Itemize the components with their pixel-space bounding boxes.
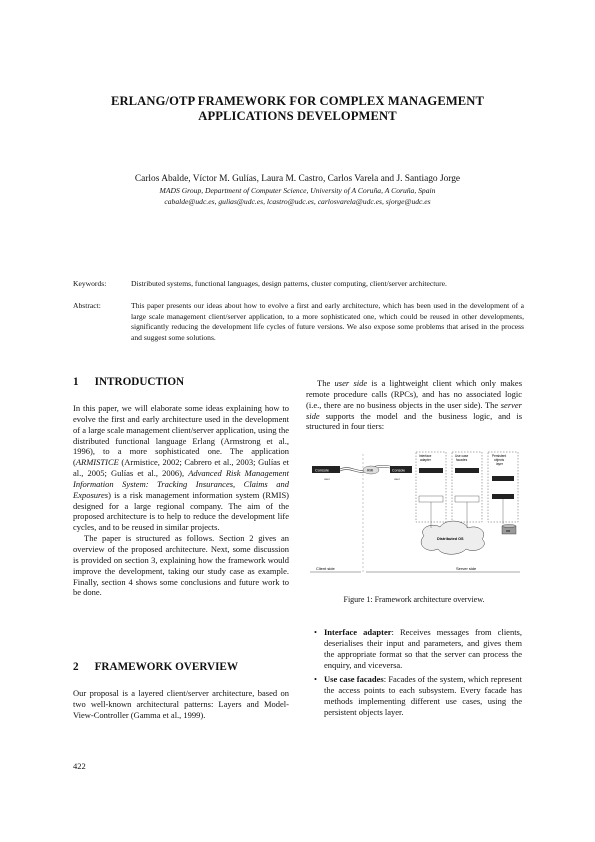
- rc-text-b: is a lightweight client which only makes…: [306, 378, 523, 410]
- rc-text-c: supports the model and the business logi…: [306, 410, 522, 432]
- distributed-os-label: Distributed OS: [437, 537, 464, 541]
- rmi-cloud: [362, 465, 380, 475]
- server-console-box: [390, 466, 412, 473]
- server-user-label: user: [394, 477, 400, 481]
- section-2-paragraph-1: Our proposal is a layered client/server …: [73, 688, 289, 720]
- title-line-1: ERLANG/OTP FRAMEWORK FOR COMPLEX MANAGEM…: [110, 94, 484, 108]
- adapter-box-2: [418, 495, 444, 503]
- client-user-label: user: [324, 477, 330, 481]
- abstract-label: Abstract:: [73, 301, 101, 310]
- database-label: DB: [506, 529, 510, 533]
- framework-architecture-figure: Client side Server side Console user RMI…: [306, 444, 524, 580]
- tier-bullet-list: • Interface adapter: Receives messages fr…: [314, 627, 522, 722]
- keywords-label: Keywords:: [73, 279, 107, 288]
- section-1-title: INTRODUCTION: [94, 376, 185, 388]
- intro-text-b: (Armistice, 2002; Cabrero et al., 2003; …: [73, 457, 289, 479]
- bullet-text: : Facades of the system, which represent…: [324, 674, 522, 717]
- section-1-paragraph-2: The paper is structured as follows. Sect…: [73, 533, 289, 598]
- user-side-term: user side: [334, 378, 368, 388]
- server-side-term: server side: [306, 399, 522, 421]
- keywords-text: Distributed systems, functional language…: [131, 279, 447, 288]
- database-top: [501, 524, 517, 528]
- section-2-body: Our proposal is a layered client/server …: [73, 688, 289, 721]
- bullet-icon: •: [314, 674, 317, 685]
- title-line-2: APPLICATIONS DEVELOPMENT: [198, 109, 397, 123]
- affiliation-block: MADS Group, Department of Computer Scien…: [40, 185, 555, 207]
- server-console-label: Console: [392, 469, 405, 473]
- client-console-label: Console: [315, 469, 329, 473]
- bullet-term: Use case facades: [324, 674, 384, 685]
- section-1-paragraph-1: In this paper, we will elaborate some id…: [73, 403, 289, 533]
- page-number: 422: [73, 761, 86, 771]
- intro-text-a: In this paper, we will elaborate some id…: [73, 403, 289, 468]
- rmi-label: RMI: [367, 469, 373, 473]
- facade-box-1: [455, 468, 479, 473]
- architecture-diagram: Client side Server side Console user RMI…: [310, 451, 520, 573]
- section-1-heading: 1 INTRODUCTION: [73, 376, 184, 389]
- affiliation: MADS Group, Department of Computer Scien…: [159, 186, 436, 195]
- section-1-number: 1: [73, 376, 79, 388]
- bullet-interface-adapter: • Interface adapter: Receives messages fr…: [314, 627, 522, 670]
- bullet-text: : Receives messages from clients, deseri…: [324, 627, 522, 670]
- object-box-2: [492, 494, 514, 499]
- client-side-label: Client side: [316, 566, 335, 571]
- armistice-ref: ARMISTICE: [75, 457, 119, 468]
- author-emails: cabalde@udc.es, gulias@udc.es, lcastro@u…: [164, 197, 431, 206]
- distributed-os-cloud: [420, 520, 485, 555]
- section-2-title: FRAMEWORK OVERVIEW: [94, 661, 239, 673]
- figure-1-caption: Figure 1: Framework architecture overvie…: [343, 595, 485, 604]
- rc-text-a: The: [317, 378, 335, 388]
- bullet-icon: •: [314, 627, 317, 637]
- server-side-label: Server side: [456, 566, 477, 571]
- bullet-term: Interface adapter: [324, 627, 392, 637]
- server-side-paragraph: The user side is a lightweight client wh…: [306, 378, 522, 432]
- section-2-number: 2: [73, 661, 79, 673]
- section-1-body: In this paper, we will elaborate some id…: [73, 403, 289, 598]
- abstract-text: This paper presents our ideas about how …: [131, 301, 524, 342]
- adapter-box-1: [419, 468, 443, 473]
- client-console-box: [312, 466, 340, 473]
- rmis-name: Advanced Risk Management Information Sys…: [73, 468, 289, 500]
- intro-text-c: ) is a risk management information syste…: [73, 489, 289, 533]
- section-2-heading: 2 FRAMEWORK OVERVIEW: [73, 661, 238, 674]
- author-list: Carlos Abalde, Víctor M. Gulías, Laura M…: [134, 174, 461, 184]
- paper-title: ERLANG/OTP FRAMEWORK FOR COMPLEX MANAGEM…: [40, 94, 555, 124]
- facade-box-2: [454, 495, 480, 503]
- right-column-intro: The user side is a lightweight client wh…: [306, 378, 522, 432]
- object-box-1: [492, 476, 514, 481]
- bullet-use-case-facades: • Use case facades: Facades of the system…: [314, 674, 522, 717]
